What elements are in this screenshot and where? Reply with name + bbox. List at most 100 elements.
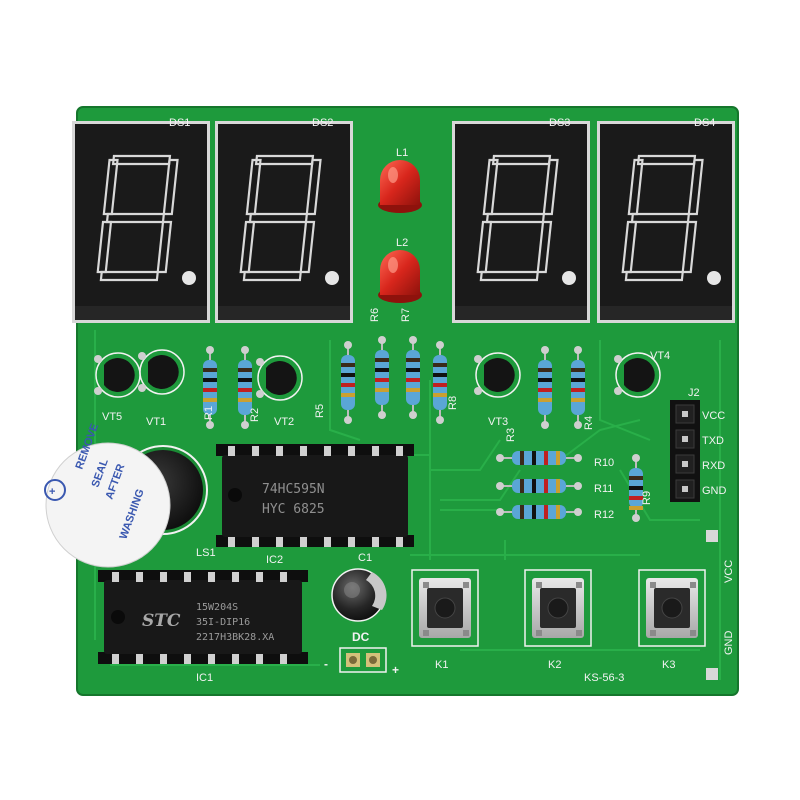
chip-pin bbox=[136, 654, 143, 664]
chip-pin bbox=[136, 572, 143, 582]
resistor-label: R4 bbox=[583, 416, 595, 430]
resistor-label: R6 bbox=[369, 308, 381, 322]
chip-pin bbox=[396, 446, 403, 456]
chip-pin bbox=[160, 572, 167, 582]
resistor-r10 bbox=[496, 451, 582, 465]
display-ds3 bbox=[452, 121, 590, 323]
chip-pin bbox=[276, 446, 283, 456]
led-label-l2: L2 bbox=[396, 237, 408, 249]
chip-pin bbox=[324, 446, 331, 456]
display-ds4 bbox=[597, 121, 735, 323]
side-vcc-label: VCC bbox=[723, 560, 735, 583]
ic1-line1: 15W204S bbox=[196, 602, 238, 613]
chip-pin bbox=[232, 572, 239, 582]
chip-pin bbox=[280, 654, 287, 664]
resistor-label: R8 bbox=[447, 396, 459, 410]
pcb-traces bbox=[94, 330, 721, 680]
resistor-r12 bbox=[496, 505, 582, 519]
chip-pin bbox=[396, 537, 403, 547]
chip-pin bbox=[232, 654, 239, 664]
chip-pin bbox=[160, 654, 167, 664]
button-label: K1 bbox=[435, 659, 448, 671]
vcc-pad bbox=[706, 530, 718, 542]
transistor-label: VT1 bbox=[146, 416, 166, 428]
chip-pin bbox=[228, 446, 235, 456]
chip-pin bbox=[112, 654, 119, 664]
chip-pin bbox=[184, 572, 191, 582]
resistor-label: R2 bbox=[249, 408, 261, 422]
sticker-plus: + bbox=[49, 486, 55, 498]
ic2-line2: HYC 6825 bbox=[262, 502, 325, 517]
resistor-r4 bbox=[571, 346, 585, 429]
side-gnd-label: GND bbox=[723, 631, 735, 656]
j2-pin-label: RXD bbox=[702, 460, 725, 472]
ic1-line3: 2217H3BK28.XA bbox=[196, 632, 274, 643]
display-label: DS2 bbox=[312, 117, 333, 129]
chip-pin bbox=[372, 446, 379, 456]
resistor-label: R9 bbox=[641, 491, 653, 505]
ic1-brand: STC bbox=[142, 611, 181, 631]
transistor-label: VT5 bbox=[102, 411, 122, 423]
resistor-label: R12 bbox=[594, 509, 614, 521]
led-label-l1: L1 bbox=[396, 147, 408, 159]
chip-ic1 bbox=[98, 570, 308, 664]
chip-pin bbox=[252, 537, 259, 547]
button-label: K3 bbox=[662, 659, 675, 671]
resistor-r2 bbox=[238, 346, 252, 429]
board-model: KS-56-3 bbox=[584, 672, 624, 684]
ic2-line1: 74HC595N bbox=[262, 482, 325, 497]
dc-minus: - bbox=[324, 657, 328, 671]
dc-plus: + bbox=[392, 663, 399, 677]
led-l2 bbox=[378, 250, 422, 303]
transistor-vt2 bbox=[256, 355, 303, 401]
chip-pin bbox=[348, 537, 355, 547]
resistor-r9 bbox=[629, 454, 643, 522]
chip-pin bbox=[208, 654, 215, 664]
resistor-label: R1 bbox=[203, 406, 215, 420]
resistor-label: R7 bbox=[400, 308, 412, 322]
chip-pin bbox=[184, 654, 191, 664]
capacitor-c1 bbox=[331, 568, 387, 622]
button-k2[interactable] bbox=[524, 569, 592, 647]
j2-ref: J2 bbox=[688, 387, 700, 399]
resistor-r5 bbox=[341, 341, 355, 424]
display-label: DS4 bbox=[694, 117, 715, 129]
button-k1[interactable] bbox=[411, 569, 479, 647]
chip-pin bbox=[348, 446, 355, 456]
display-ds1 bbox=[72, 121, 210, 323]
chip-pin bbox=[280, 572, 287, 582]
dc-connector bbox=[339, 647, 387, 673]
chip-pin bbox=[112, 572, 119, 582]
ic1-ref: IC1 bbox=[196, 672, 213, 684]
transistor-vt5 bbox=[94, 352, 141, 398]
chip-pin bbox=[228, 537, 235, 547]
transistor-label: VT4 bbox=[650, 350, 670, 362]
dc-label: DC bbox=[352, 630, 370, 644]
button-label: K2 bbox=[548, 659, 561, 671]
chip-ic2 bbox=[216, 444, 414, 547]
chip-pin bbox=[372, 537, 379, 547]
display-label: DS1 bbox=[169, 117, 190, 129]
ic1-line2: 35I-DIP16 bbox=[196, 617, 250, 628]
resistor-r8 bbox=[433, 341, 447, 424]
resistor-r11 bbox=[496, 479, 582, 493]
button-k3[interactable] bbox=[638, 569, 706, 647]
buzzer-ref: LS1 bbox=[196, 547, 216, 559]
chip-pin bbox=[256, 654, 263, 664]
gnd-pad bbox=[706, 668, 718, 680]
resistor-r3 bbox=[538, 346, 552, 429]
resistor-r7 bbox=[406, 336, 420, 419]
j2-pin-label: TXD bbox=[702, 435, 724, 447]
transistor-vt4 bbox=[614, 352, 661, 398]
chip-pin bbox=[208, 572, 215, 582]
chip-pin bbox=[256, 572, 263, 582]
capacitor-ref: C1 bbox=[358, 552, 372, 564]
chip-pin bbox=[324, 537, 331, 547]
chip-pin bbox=[300, 537, 307, 547]
chip-pin bbox=[252, 446, 259, 456]
resistor-label: R10 bbox=[594, 457, 614, 469]
resistor-label: R11 bbox=[594, 483, 613, 495]
chip-pin bbox=[276, 537, 283, 547]
transistor-label: VT3 bbox=[488, 416, 508, 428]
